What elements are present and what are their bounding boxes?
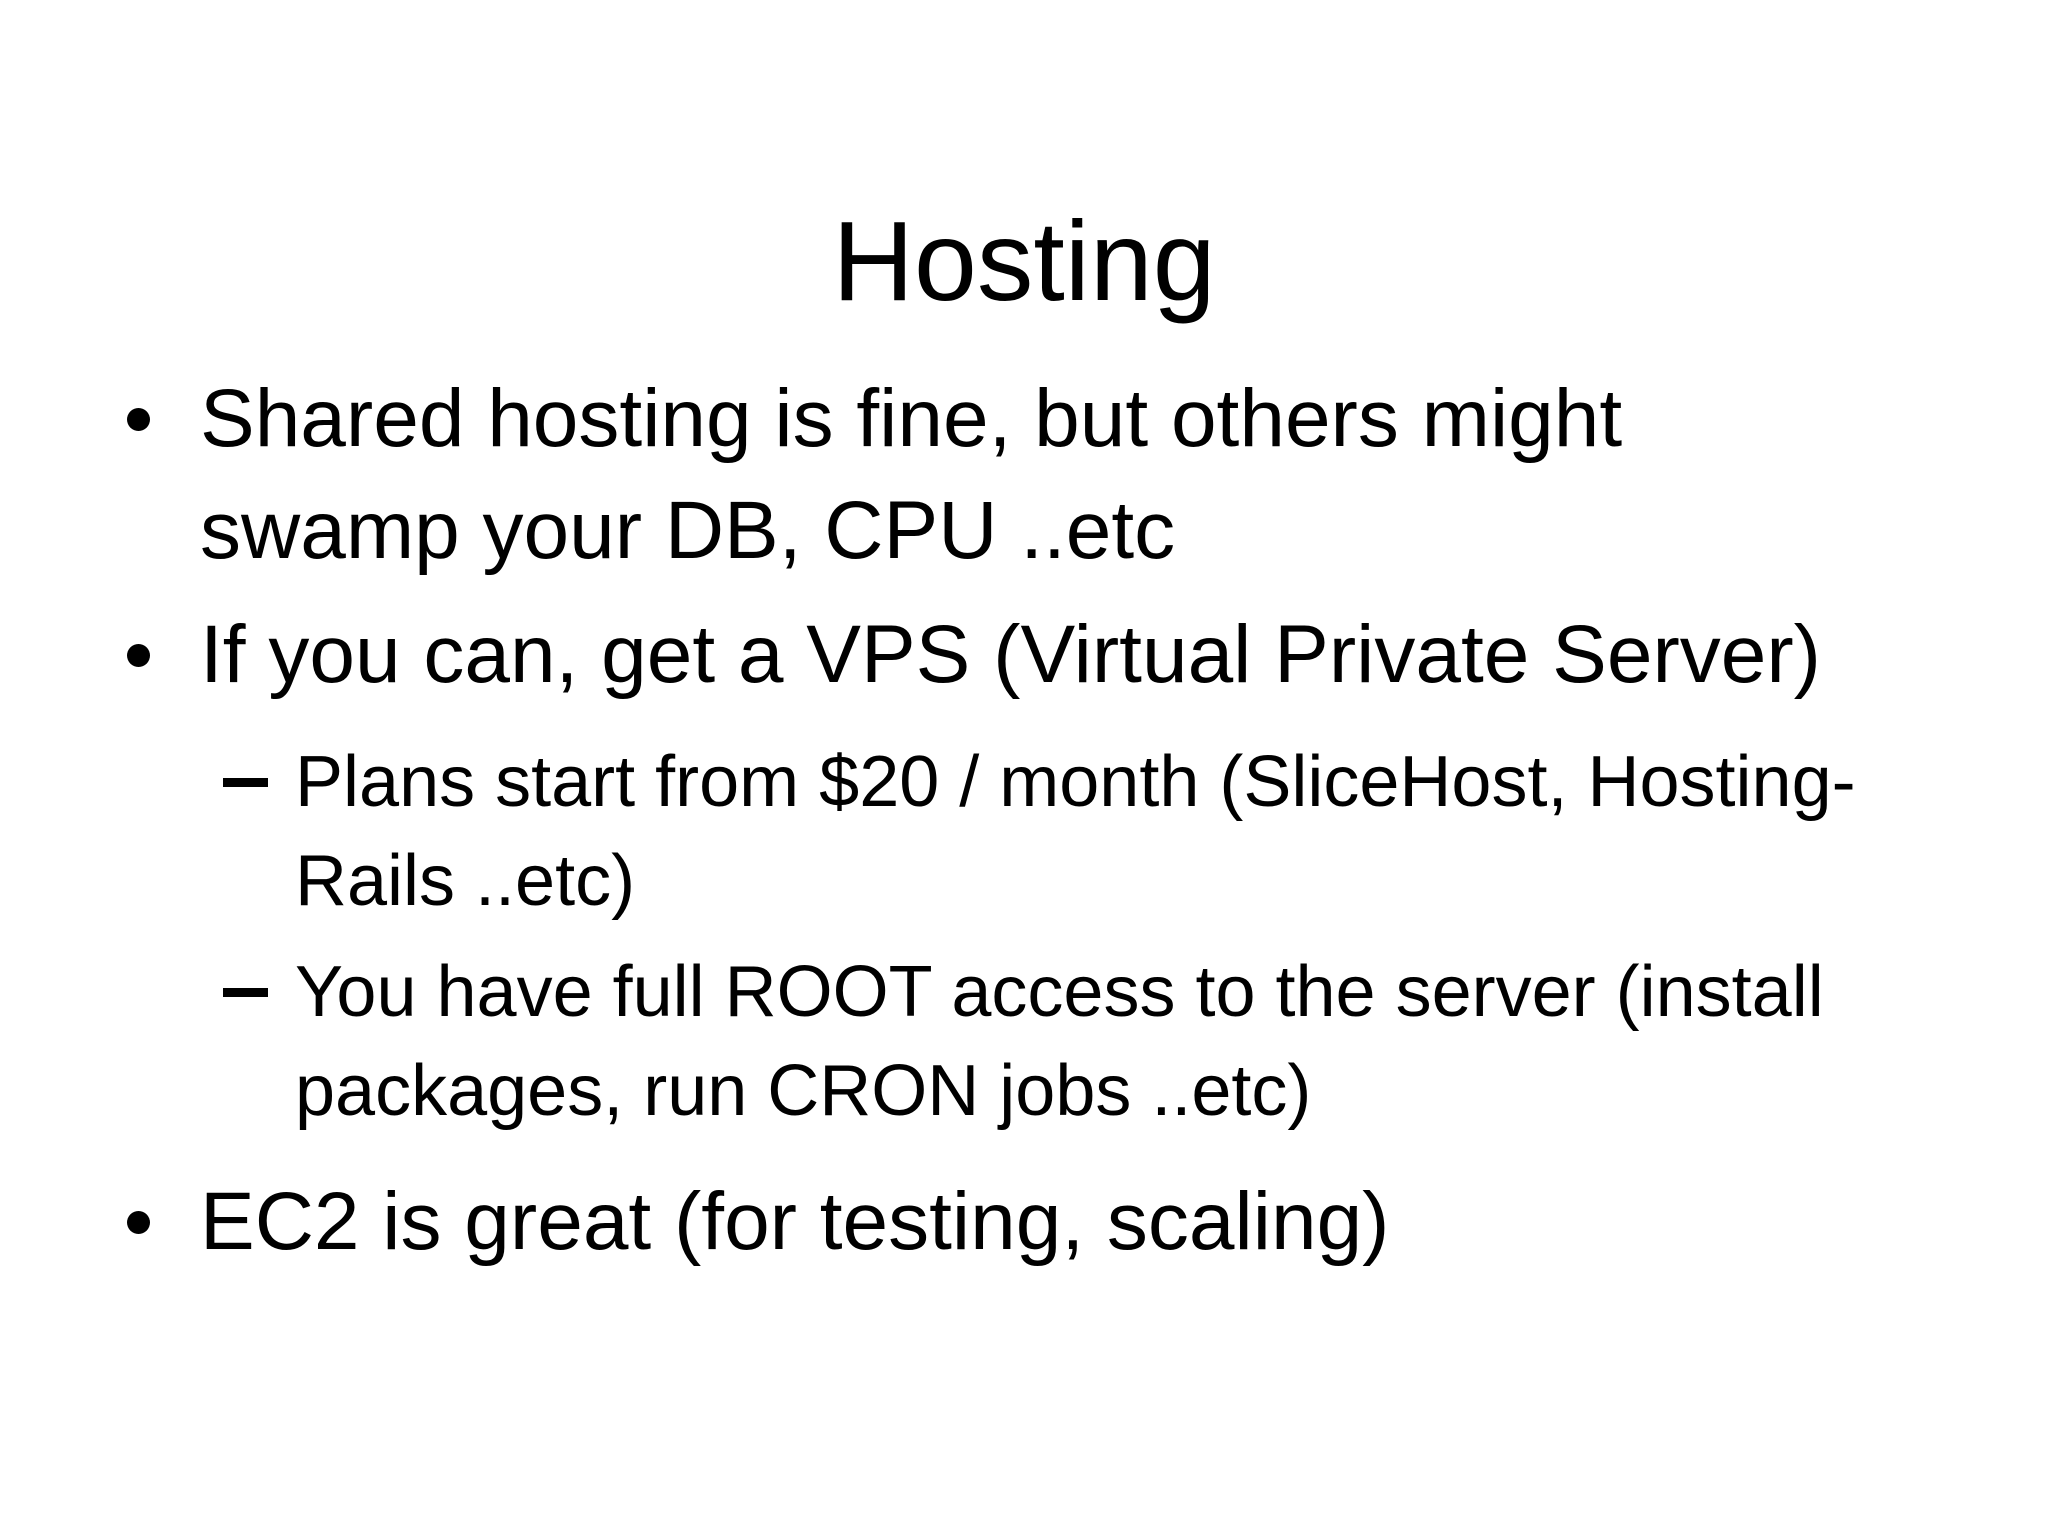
- bullet-list: Shared hosting is fine, but others might…: [125, 363, 2005, 1278]
- bullet-text: EC2 is great (for testing, scaling): [200, 1176, 1390, 1267]
- bullet-item: EC2 is great (for testing, scaling): [125, 1166, 2005, 1278]
- bullet-disc-icon: [125, 1166, 200, 1278]
- bullet-item: If you can, get a VPS (Virtual Private S…: [125, 599, 2005, 711]
- bullet-text: Shared hosting is fine, but others might…: [200, 373, 1623, 576]
- bullet-item-sub: Plans start from $20 / month (SliceHost,…: [125, 733, 2005, 931]
- bullet-item: Shared hosting is fine, but others might…: [125, 363, 2005, 587]
- bullet-text: Plans start from $20 / month (SliceHost,…: [295, 742, 1856, 921]
- bullet-text: If you can, get a VPS (Virtual Private S…: [200, 609, 1821, 700]
- slide-title: Hosting: [832, 197, 1216, 324]
- bullet-text: You have full ROOT access to the server …: [295, 952, 1824, 1131]
- bullet-dash-icon: [223, 733, 295, 832]
- bullet-dash-icon: [223, 943, 295, 1042]
- bullet-item-sub: You have full ROOT access to the server …: [125, 943, 2005, 1141]
- bullet-disc-icon: [125, 599, 200, 711]
- bullet-disc-icon: [125, 363, 200, 475]
